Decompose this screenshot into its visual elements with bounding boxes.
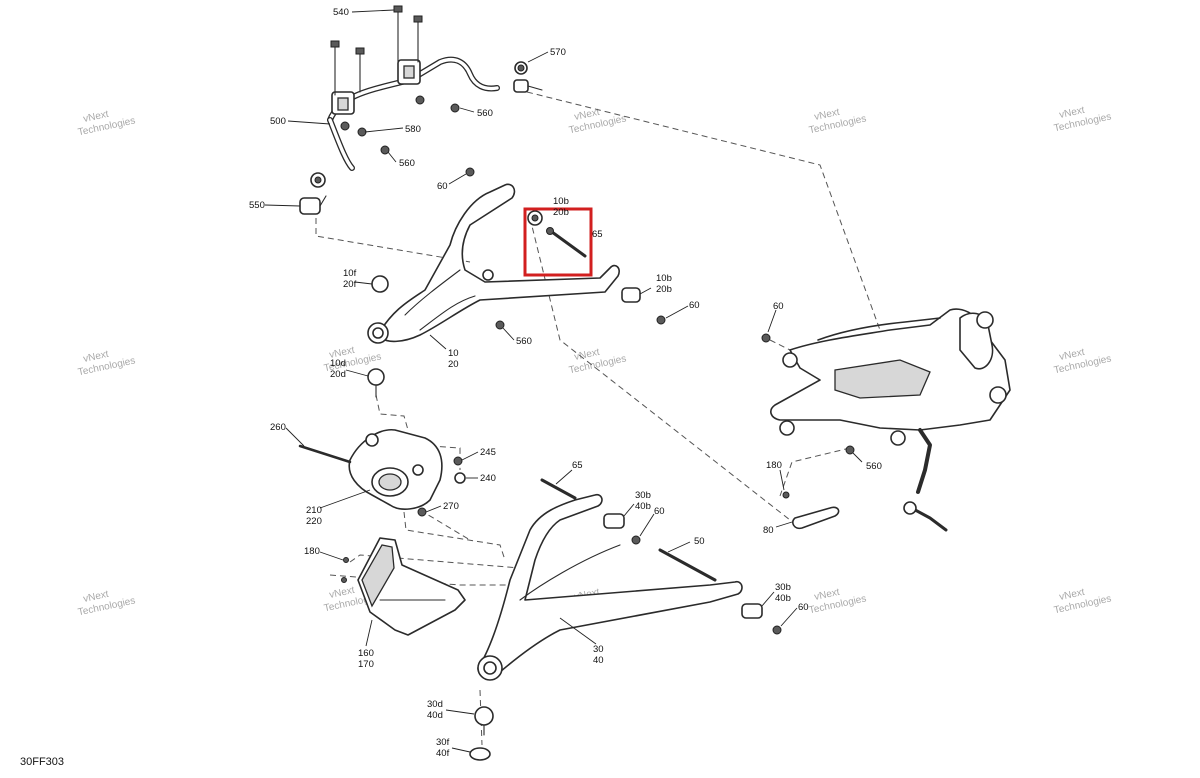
- watermark: vNext Technologies: [1053, 105, 1112, 135]
- callout-20d: 20d: [330, 369, 346, 380]
- callout-550: 550: [249, 200, 265, 211]
- callout-30d: 30d: [427, 699, 443, 710]
- lower-a-arm[interactable]: [477, 493, 743, 681]
- callout-60: 60: [773, 301, 784, 312]
- lower-arm-hardware[interactable]: [469, 478, 782, 761]
- callout-170: 170: [358, 659, 374, 670]
- callout-40b: 40b: [635, 501, 651, 512]
- callout-180: 180: [304, 546, 320, 557]
- callout-540: 540: [333, 7, 349, 18]
- watermark: vNext Technologies: [568, 347, 627, 377]
- callout-65: 65: [572, 460, 583, 471]
- steering-knuckle[interactable]: [298, 429, 466, 517]
- callout-180: 180: [766, 460, 782, 471]
- svg-text:vNext: vNext: [82, 349, 110, 365]
- callout-20: 20: [448, 359, 459, 370]
- callout-65: 65: [592, 229, 603, 240]
- watermark: vNext Technologies: [568, 107, 627, 137]
- callout-50: 50: [694, 536, 705, 547]
- callout-10b: 10b: [656, 273, 672, 284]
- callout-240: 240: [480, 473, 496, 484]
- svg-text:vNext: vNext: [1058, 347, 1086, 363]
- callout-245: 245: [480, 447, 496, 458]
- callout-40d: 40d: [427, 710, 443, 721]
- svg-text:vNext: vNext: [328, 345, 356, 361]
- svg-text:vNext: vNext: [813, 107, 841, 123]
- callout-60: 60: [689, 300, 700, 311]
- svg-text:vNext: vNext: [1058, 105, 1086, 121]
- watermark: vNext Technologies: [1053, 347, 1112, 377]
- callout-60: 60: [437, 181, 448, 192]
- callout-10b: 10b: [553, 196, 569, 207]
- callout-20f: 20f: [343, 279, 357, 290]
- callout-260: 260: [270, 422, 286, 433]
- callout-160: 160: [358, 648, 374, 659]
- upper-a-arm[interactable]: [367, 167, 620, 344]
- guard-plate[interactable]: [341, 537, 466, 636]
- sway-bar-assembly[interactable]: [299, 5, 543, 215]
- callout-30b: 30b: [635, 490, 651, 501]
- upper-arm-hardware[interactable]: [367, 210, 666, 398]
- watermark: vNext Technologies: [77, 589, 136, 619]
- callout-500: 500: [270, 116, 286, 127]
- svg-text:vNext: vNext: [328, 585, 356, 601]
- leader-lines: [264, 9, 863, 753]
- callout-20b: 20b: [656, 284, 672, 295]
- callout-labels: 540 570 560 500 580 560 550 60 10b 20b 6…: [249, 7, 882, 759]
- watermark: vNext Technologies: [808, 107, 867, 137]
- highlight-box: [523, 207, 593, 277]
- callout-560: 560: [399, 158, 415, 169]
- callout-30b: 30b: [775, 582, 791, 593]
- sway-bar-link-570[interactable]: [513, 61, 543, 93]
- svg-text:vNext: vNext: [813, 587, 841, 603]
- callout-40b: 40b: [775, 593, 791, 604]
- callout-60: 60: [654, 506, 665, 517]
- sway-bar-link-550[interactable]: [299, 172, 327, 215]
- callout-40f: 40f: [436, 748, 450, 759]
- callout-30: 30: [593, 644, 604, 655]
- callout-80: 80: [763, 525, 774, 536]
- callout-560: 560: [516, 336, 532, 347]
- watermark: vNext Technologies: [77, 109, 136, 139]
- callout-210: 210: [306, 505, 322, 516]
- callout-570: 570: [550, 47, 566, 58]
- callout-10f: 10f: [343, 268, 357, 279]
- callout-20b: 20b: [553, 207, 569, 218]
- callout-40: 40: [593, 655, 604, 666]
- svg-text:vNext: vNext: [1058, 587, 1086, 603]
- callout-10d: 10d: [330, 358, 346, 369]
- reference-code: 30FF303: [20, 756, 64, 768]
- callout-30f: 30f: [436, 737, 450, 748]
- assembled-suspension-view[interactable]: [761, 308, 1011, 532]
- svg-text:vNext: vNext: [573, 347, 601, 363]
- callout-560: 560: [477, 108, 493, 119]
- svg-text:vNext: vNext: [573, 107, 601, 123]
- callout-560: 560: [866, 461, 882, 472]
- svg-text:vNext: vNext: [82, 109, 110, 125]
- callout-580: 580: [405, 124, 421, 135]
- callout-60: 60: [798, 602, 809, 613]
- svg-text:vNext: vNext: [82, 589, 110, 605]
- callout-220: 220: [306, 516, 322, 527]
- watermark: vNext Technologies: [808, 587, 867, 617]
- callout-270: 270: [443, 501, 459, 512]
- watermark: vNext Technologies: [1053, 587, 1112, 617]
- callout-10: 10: [448, 348, 459, 359]
- watermark: vNext Technologies: [77, 349, 136, 379]
